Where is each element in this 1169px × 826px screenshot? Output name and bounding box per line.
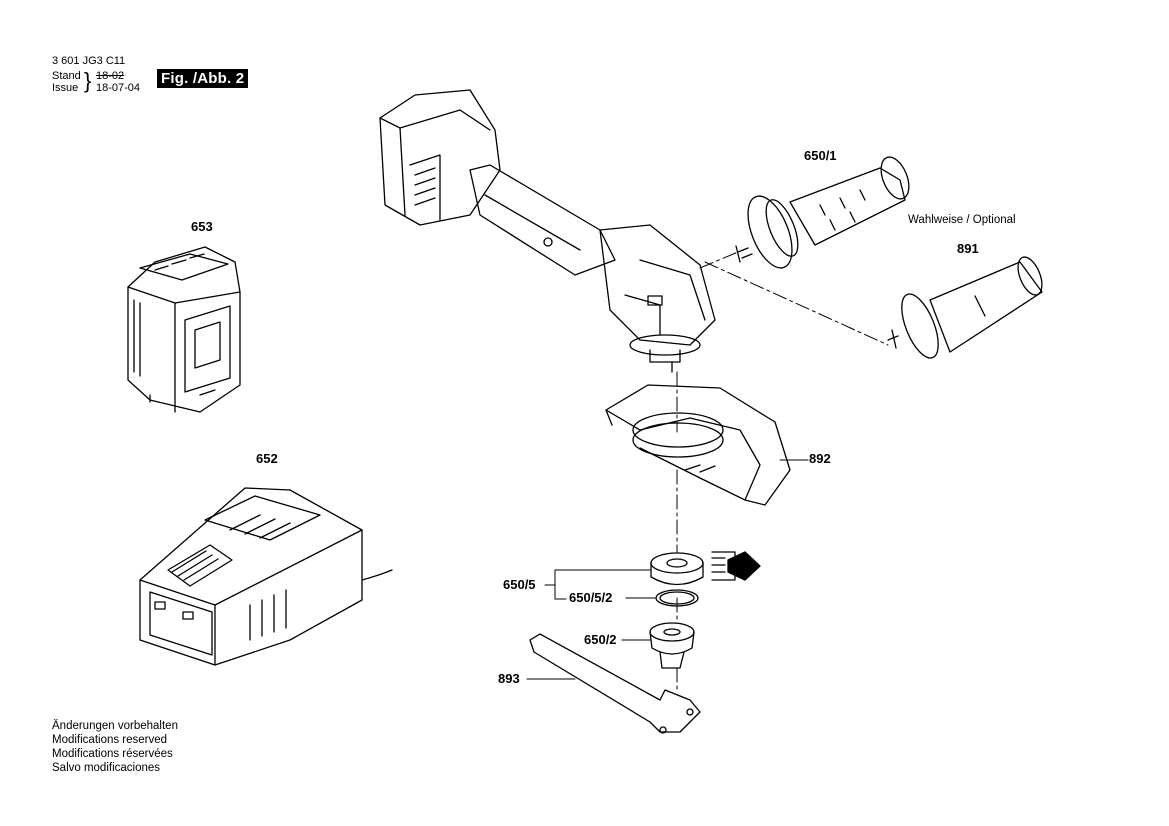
stand-label: Stand bbox=[52, 70, 81, 82]
o-ring-illustration bbox=[655, 589, 699, 607]
flange-650-5-illustration bbox=[650, 552, 704, 586]
footer-line: Änderungen vorbehalten bbox=[52, 720, 178, 732]
label-893: 893 bbox=[498, 671, 520, 686]
label-891: 891 bbox=[957, 241, 979, 256]
angle-grinder-illustration bbox=[379, 89, 716, 373]
label-650-5: 650/5 bbox=[503, 577, 536, 592]
label-892: 892 bbox=[809, 451, 831, 466]
stand-value: 18-02 bbox=[96, 70, 125, 82]
leaders-flange bbox=[526, 569, 656, 680]
wheel-guard-illustration bbox=[605, 384, 791, 506]
centerlines bbox=[676, 251, 889, 691]
brace-glyph: } bbox=[84, 68, 92, 93]
footer-line: Salvo modificaciones bbox=[52, 762, 161, 774]
label-652: 652 bbox=[256, 451, 278, 466]
issue-value: 18-07-04 bbox=[96, 82, 141, 94]
auxiliary-handle-illustration bbox=[735, 156, 910, 269]
pin-spanner-illustration bbox=[529, 633, 701, 734]
footer-notes: Änderungen vorbehalten Modifications res… bbox=[52, 719, 178, 775]
footer-line: Modifications réservées bbox=[52, 748, 173, 760]
charger-illustration bbox=[139, 487, 393, 666]
label-653: 653 bbox=[191, 219, 213, 234]
clamping-nut-illustration bbox=[649, 622, 695, 669]
spindle-lock-icon bbox=[711, 551, 761, 581]
issue-label: Issue bbox=[52, 82, 79, 94]
label-650-2: 650/2 bbox=[584, 632, 617, 647]
handle-891-illustration bbox=[887, 256, 1043, 359]
label-650-1: 650/1 bbox=[804, 148, 837, 163]
part-number: 3 601 JG3 C11 bbox=[52, 55, 126, 67]
label-650-5-2: 650/5/2 bbox=[569, 590, 613, 605]
optional-note: Wahlweise / Optional bbox=[908, 214, 1016, 226]
battery-pack-illustration bbox=[127, 246, 241, 413]
footer-line: Modifications reserved bbox=[52, 734, 168, 746]
figure-badge: Fig. /Abb. 2 bbox=[157, 69, 249, 88]
